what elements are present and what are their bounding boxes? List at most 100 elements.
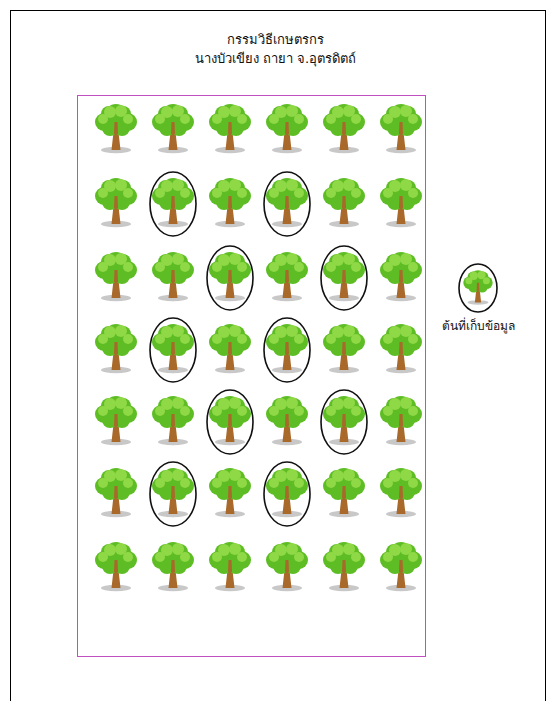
tree-grid [95,104,422,591]
tree-canopy-highlight [212,334,222,344]
tree-canopy-highlight [383,334,393,344]
sample-tree-circle [264,172,310,236]
tree-canopy-highlight [269,114,279,124]
tree-canopy-highlight [123,478,133,488]
tree-canopy-highlight [155,406,165,416]
tree-canopy-highlight [98,262,108,272]
tree-canopy-highlight [269,406,279,416]
tree-canopy-highlight [294,188,304,198]
tree-trunk [285,122,289,134]
tree-trunk [114,196,118,208]
sample-tree-circle [264,462,310,526]
legend-text: ต้นที่เก็บข้อมูล [418,318,538,334]
sample-tree-circle [150,462,196,526]
tree-icon [380,396,422,445]
legend-entry: ต้นที่เก็บข้อมูล [418,318,538,334]
tree-icon [463,270,492,304]
tree-icon [152,396,194,445]
tree-icon [152,104,194,153]
tree-canopy-highlight [408,188,418,198]
tree-trunk [342,196,346,208]
tree-icon [152,324,194,373]
tree-icon [266,468,308,517]
tree-canopy-highlight [123,262,133,272]
tree-canopy-highlight [408,114,418,124]
tree-canopy-highlight [408,334,418,344]
tree-canopy-highlight [269,262,279,272]
tree-canopy-highlight [155,188,165,198]
tree-canopy-highlight [351,262,361,272]
tree-trunk [285,560,289,572]
tree-trunk [228,270,232,282]
tree-canopy-highlight [180,552,190,562]
tree-trunk [228,486,232,498]
tree-icon [266,178,308,227]
tree-icon [323,104,365,153]
tree-canopy-highlight [383,406,393,416]
tree-canopy-highlight [155,262,165,272]
tree-canopy-highlight [98,334,108,344]
tree-canopy-highlight [180,262,190,272]
tree-icon [209,542,251,591]
tree-trunk [114,270,118,282]
tree-icon [95,468,137,517]
sample-tree-circle [207,246,253,310]
tree-icon [380,468,422,517]
tree-canopy-highlight [294,114,304,124]
tree-canopy-highlight [294,406,304,416]
tree-canopy-highlight [294,478,304,488]
sample-tree-circle [150,318,196,382]
tree-canopy-highlight [237,406,247,416]
tree-canopy-highlight [351,334,361,344]
location-label: นางบัวเขียง ถายา จ.อุตรดิตถ์ [0,49,551,68]
tree-trunk [399,486,403,498]
tree-icon [95,396,137,445]
tree-canopy-highlight [383,114,393,124]
tree-trunk [171,560,175,572]
tree-canopy-highlight [123,406,133,416]
sample-tree-circle [321,246,367,310]
tree-trunk [399,414,403,426]
tree-trunk [114,486,118,498]
tree-icon [266,542,308,591]
tree-trunk [399,560,403,572]
tree-icon [380,324,422,373]
tree-canopy-highlight [212,262,222,272]
tree-trunk [171,342,175,354]
tree-trunk [477,283,480,291]
tree-canopy-highlight [237,552,247,562]
tree-trunk [228,196,232,208]
tree-canopy-highlight [383,262,393,272]
tree-canopy-highlight [155,552,165,562]
tree-canopy-highlight [351,188,361,198]
tree-icon [323,324,365,373]
tree-canopy-highlight [383,478,393,488]
tree-canopy-highlight [180,334,190,344]
tree-icon [266,324,308,373]
tree-trunk [171,486,175,498]
tree-canopy-highlight [180,478,190,488]
tree-canopy-highlight [408,552,418,562]
tree-icon [209,468,251,517]
tree-trunk [114,560,118,572]
tree-canopy-highlight [326,478,336,488]
tree-icon [95,178,137,227]
tree-icon [380,104,422,153]
tree-canopy-highlight [212,552,222,562]
sample-tree-circle [150,172,196,236]
tree-trunk [399,196,403,208]
tree-icon [209,178,251,227]
tree-icon [152,468,194,517]
tree-canopy-highlight [237,262,247,272]
tree-canopy-highlight [351,552,361,562]
title: กรรมวิธีเกษตรกร [0,30,551,49]
tree-trunk [285,270,289,282]
tree-canopy-highlight [269,478,279,488]
tree-canopy-highlight [294,334,304,344]
tree-icon [266,396,308,445]
tree-icon [380,542,422,591]
tree-trunk [342,560,346,572]
tree-canopy-highlight [180,114,190,124]
